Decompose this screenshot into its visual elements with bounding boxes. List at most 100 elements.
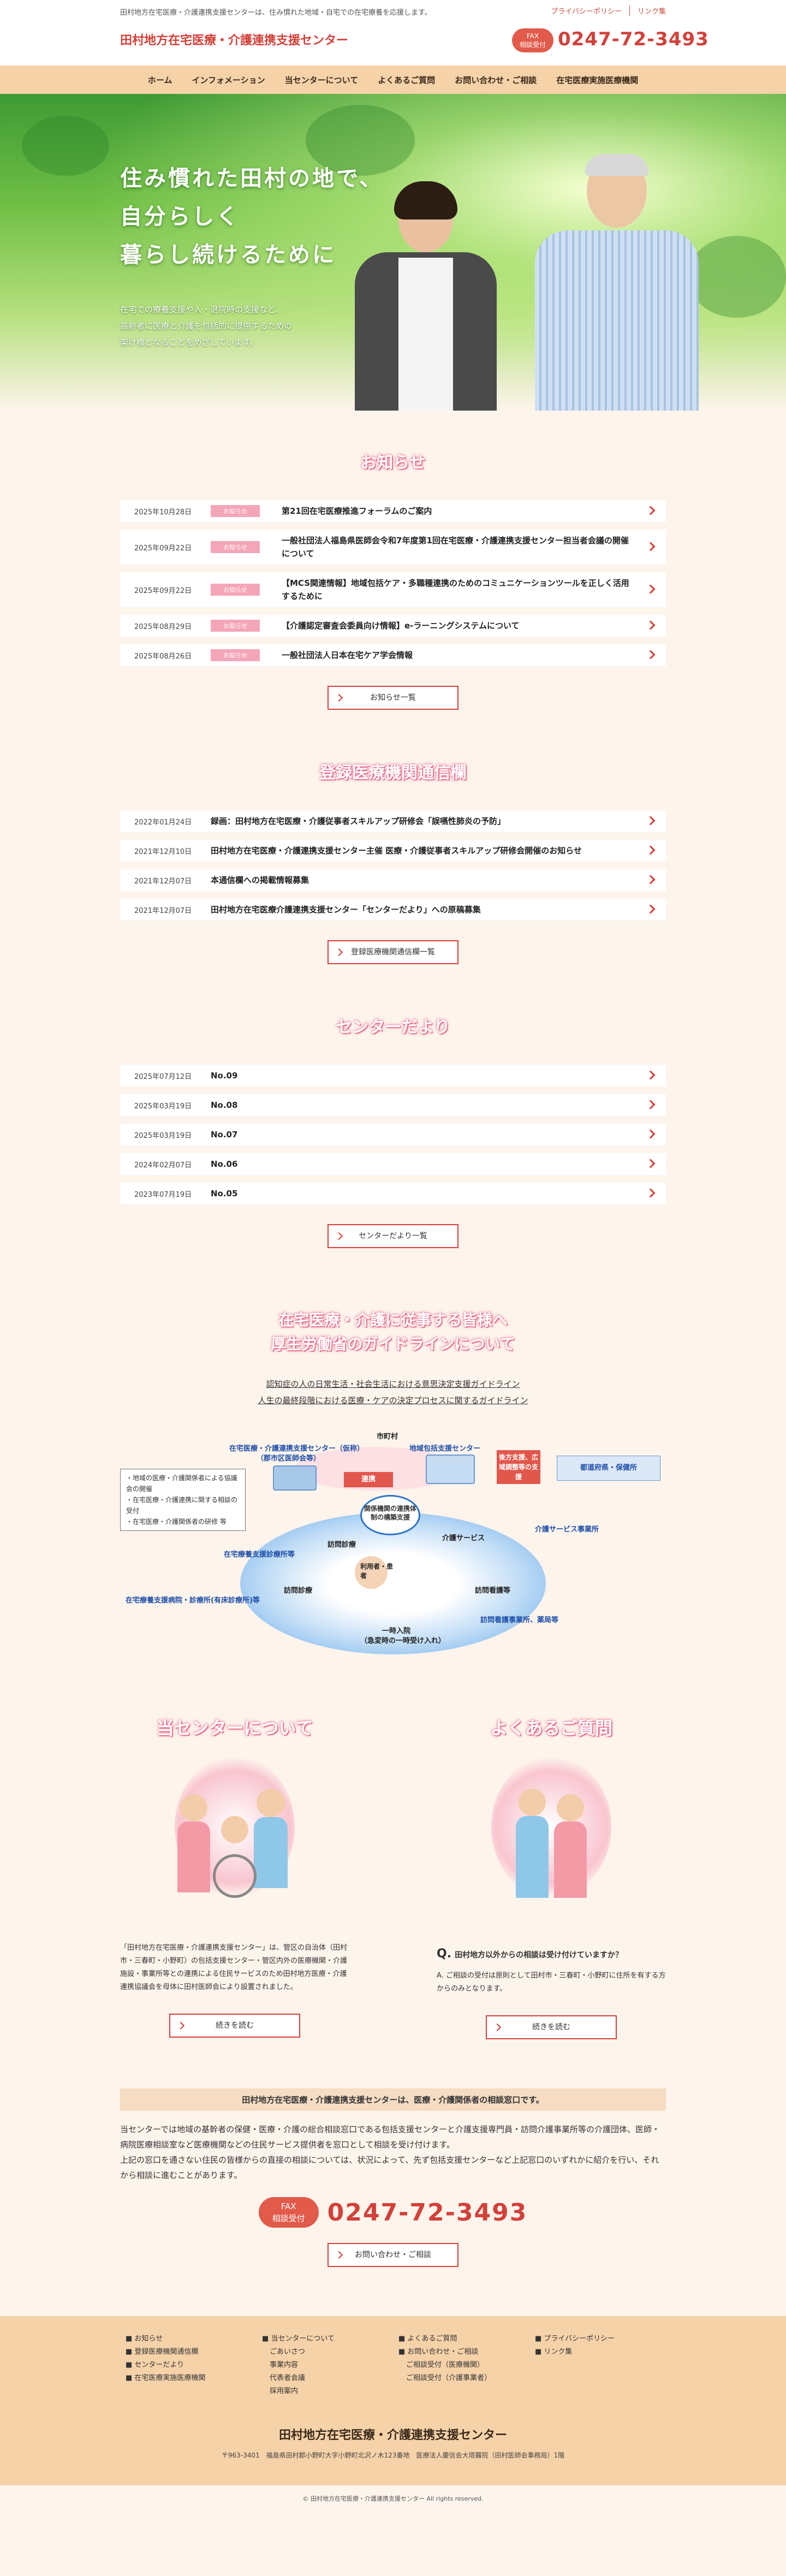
news-date: 2025年09月22日 (134, 544, 192, 553)
backing-arrow: 後方支援、広域調整等の支援 (497, 1450, 540, 1484)
faq-question[interactable]: Q.田村地方以外からの相談は受け付けていますか？ (437, 1947, 666, 1961)
footer-address: 〒963-3401 福島県田村郡小野町大字小野町北沢ノ木123番地 医療法人慶信… (221, 2452, 565, 2459)
nav-information[interactable]: インフォメーション (192, 75, 265, 85)
registered-title: 田村地方在宅医療・介護連携支援センター主催 医療・介護従事者スキルアップ研修会開… (211, 846, 582, 856)
about-text: 「田村地方在宅医療・介護連携支援センター」は、管区の自治体（田村市・三春町・小野… (120, 1944, 348, 1991)
fax-label: FAX (526, 32, 539, 40)
footer-link[interactable]: 在宅医療実施医療機関 (126, 2372, 262, 2385)
footer-sublink[interactable]: ご相談受付（介護事業者） (406, 2374, 492, 2382)
leaf-decoration (688, 236, 786, 318)
diagram-temp-admit: 一時入院 (382, 1627, 411, 1635)
header-links: プライバシーポリシー リンク集 (543, 5, 666, 16)
hero-banner: 住み慣れた田村の地で、 自分らしく 暮らし続けるために 在宅での療養支援や入・退… (0, 94, 786, 411)
footer-link[interactable]: リンク集 (535, 2346, 671, 2359)
chevron-right-icon (646, 1129, 656, 1139)
news-item[interactable]: 2025年09月22日お知らせ一般社団法人福島県医師会令和7年度第1回在宅医療・… (120, 530, 666, 565)
guideline-link-end-of-life[interactable]: 人生の最終段階における医療・ケアの決定プロセスに関するガイドライン (258, 1396, 528, 1405)
footer-link[interactable]: お知らせ (126, 2332, 262, 2346)
letter-title: No.06 (211, 1159, 238, 1169)
care-network-diagram: 市町村 在宅医療・介護連携支援センター（仮称） （郡市区医師会等） 地域包括支援… (120, 1431, 666, 1671)
guideline-link-dementia[interactable]: 認知症の人の日常生活・社会生活における意思決定支援ガイドライン (266, 1379, 520, 1389)
nav-faq[interactable]: よくあるご質問 (378, 75, 436, 85)
chevron-right-icon (646, 1159, 656, 1168)
leaf-decoration (22, 116, 109, 176)
footer-link[interactable]: 登録医療機関通信欄 (126, 2346, 262, 2359)
news-date: 2025年10月28日 (134, 508, 192, 517)
footer-link[interactable]: プライバシーポリシー (535, 2332, 671, 2346)
nav-contact[interactable]: お問い合わせ・ご相談 (455, 75, 537, 85)
header-phone[interactable]: 0247-72-3493 (558, 28, 709, 50)
privacy-link[interactable]: プライバシーポリシー (543, 5, 630, 16)
site-name-logo[interactable]: 田村地方在宅医療・介護連携支援センター (120, 34, 349, 48)
registered-item[interactable]: 2021年12月07日本通信欄への掲載情報募集 (120, 869, 666, 891)
footer-sublink[interactable]: 事業内容 (270, 2361, 299, 2369)
consult-text-line: 当センターでは地域の基幹者の保健・医療・介護の総合相談窓口である包括支援センター… (120, 2124, 660, 2150)
footer-sublink[interactable]: ご相談受付（医療機関） (406, 2361, 485, 2369)
diagram-nursing-office-label: 訪問看護事業所、薬局等 (480, 1616, 559, 1624)
contact-button[interactable]: お問い合わせ・ご相談 (327, 2243, 458, 2267)
letter-item[interactable]: 2025年03月19日 No.08 (120, 1094, 666, 1116)
fax-label-sub: 相談受付 (519, 41, 546, 49)
links-link[interactable]: リンク集 (637, 8, 666, 16)
copyright: © 田村地方在宅医療・介護連携支援センター All rights reserve… (0, 2485, 786, 2513)
letter-date: 2025年03月19日 (134, 1102, 192, 1111)
consult-fax-label-sub: 相談受付 (272, 2213, 305, 2223)
registered-item[interactable]: 2021年12月07日 田村地方在宅医療介護連携支援センター「センターだより」への… (120, 899, 666, 921)
news-list-button[interactable]: お知らせ一覧 (327, 686, 458, 710)
footer-sublink[interactable]: 代表者会議 (270, 2374, 306, 2382)
footer-link[interactable]: よくあるご質問 (398, 2332, 535, 2346)
registered-item[interactable]: 2022年01月24日録画：田村地方在宅医療・介護従事者スキルアップ研修会「誤嚥… (120, 810, 666, 832)
diagram-city-label: 市町村 (377, 1433, 398, 1441)
building-icon (426, 1455, 475, 1484)
nav-medical-institutions[interactable]: 在宅医療実施医療機関 (556, 75, 639, 85)
community-circle (240, 1512, 546, 1654)
news-badge: お知らせ (211, 649, 260, 661)
news-title: 一般社団法人日本在宅ケア学会情報 (282, 650, 413, 660)
about-title: 当センターについて (156, 1718, 313, 1738)
news-item[interactable]: 2025年08月29日お知らせ【介護認定審査会委員向け情報】e-ラーニングシステ… (120, 615, 666, 637)
guidelines-title-line: 在宅医療・介護に従事する皆様へ (278, 1311, 508, 1329)
hero-woman-photo (355, 181, 497, 411)
diagram-visit-diagnosis: 訪問診療 (284, 1587, 313, 1595)
consult-text: 当センターでは地域の基幹者の保健・医療・介護の総合相談窓口である包括支援センター… (120, 2122, 666, 2183)
chevron-right-icon (646, 1070, 656, 1080)
news-item[interactable]: 2025年08月26日お知らせ一般社団法人日本在宅ケア学会情報 (120, 644, 666, 666)
registered-item[interactable]: 2021年12月10日 田村地方在宅医療・介護連携支援センター主催 医療・介護従事… (120, 840, 666, 862)
about-read-more-button[interactable]: 続きを読む (169, 2014, 300, 2038)
registered-date: 2021年12月10日 (134, 847, 192, 856)
footer-link[interactable]: センターだより (126, 2359, 262, 2372)
letter-title: No.08 (211, 1100, 238, 1110)
footer-link[interactable]: 当センターについて (262, 2332, 398, 2346)
news-title: 【MCS関連情報】地域包括ケア・多職種連携のためのコミュニケーションツールを正し… (282, 578, 629, 601)
registered-title: 田村地方在宅医療介護連携支援センター「センターだより」への原稿募集 (211, 905, 481, 915)
chevron-right-icon (646, 584, 656, 594)
chevron-right-icon (646, 904, 656, 914)
consult-phone[interactable]: 0247-72-3493 (327, 2198, 528, 2227)
diagram-temp-admit-sub: （急変時の一時受け入れ） (360, 1637, 446, 1645)
footer-sublink[interactable]: ごあいさつ (270, 2348, 306, 2356)
hero-copy-line: 自分らしく (120, 204, 240, 229)
news-item[interactable]: 2025年09月22日お知らせ【MCS関連情報】地域包括ケア・多職種連携のための… (120, 572, 666, 607)
registered-list-button[interactable]: 登録医療機関通信欄一覧 (327, 940, 458, 964)
footer-link[interactable]: お問い合わせ・ご相談 (398, 2346, 535, 2359)
hero-man-photo (535, 154, 699, 411)
letters-list-button[interactable]: センターだより一覧 (327, 1224, 458, 1248)
fax-badge: FAX 相談受付 (512, 28, 553, 52)
footer-sublink[interactable]: 採用案内 (270, 2387, 299, 2395)
faq-answer: A. ご相談の受付は原則として田村市・三春町・小野町に住所を有する方からのみとな… (437, 1972, 666, 1993)
hero-copy-line: 暮らし続けるために (120, 242, 336, 268)
news-title: 一般社団法人福島県医師会令和7年度第1回在宅医療・介護連携支援センター担当者会議… (282, 536, 629, 559)
faq-read-more-button[interactable]: 続きを読む (486, 2015, 617, 2039)
letters-section-title: センターだより (336, 1018, 450, 1037)
nav-home[interactable]: ホーム (147, 75, 172, 85)
nav-about[interactable]: 当センターについて (284, 75, 359, 85)
about-column: 当センターについて 「田村地方在宅医療・介護連携支援センター」は、管区の自治体（… (120, 1714, 349, 2039)
consult-phone-row: FAX 相談受付 0247-72-3493 (120, 2197, 666, 2228)
registered-date: 2021年12月07日 (134, 906, 192, 915)
news-item[interactable]: 2025年10月28日お知らせ第21回在宅医療推進フォーラムのご案内 (120, 500, 666, 522)
